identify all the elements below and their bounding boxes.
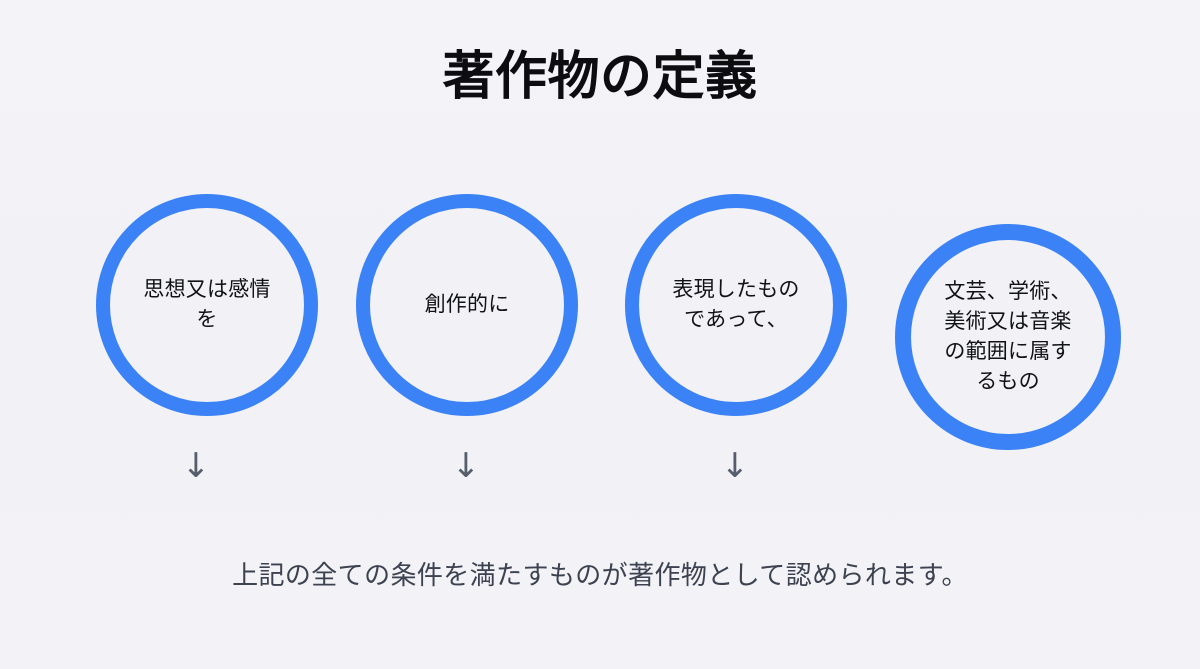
summary-caption: 上記の全ての条件を満たすものが著作物として認められます。 [232, 560, 968, 590]
condition-circle-1: 思想又は感情 を [96, 194, 318, 416]
arrow-down-icon-3: ↓ [720, 446, 750, 486]
condition-circle-2: 創作的に [356, 194, 578, 416]
page-title: 著作物の定義 [442, 48, 758, 106]
condition-circle-1-label: 思想又は感情 を [143, 277, 271, 331]
condition-circle-2-label: 創作的に [424, 292, 510, 316]
arrow-down-icon-1: ↓ [181, 446, 211, 486]
condition-circle-4: 文芸、学術、 美術又は音楽 の範囲に属す るもの [895, 224, 1121, 450]
arrow-down-icon-2: ↓ [451, 446, 481, 486]
condition-circle-3: 表現したもの であって、 [625, 194, 847, 416]
condition-circle-4-label: 文芸、学術、 美術又は音楽 の範囲に属す るもの [944, 280, 1072, 393]
condition-circle-3-label: 表現したもの であって、 [672, 277, 800, 331]
